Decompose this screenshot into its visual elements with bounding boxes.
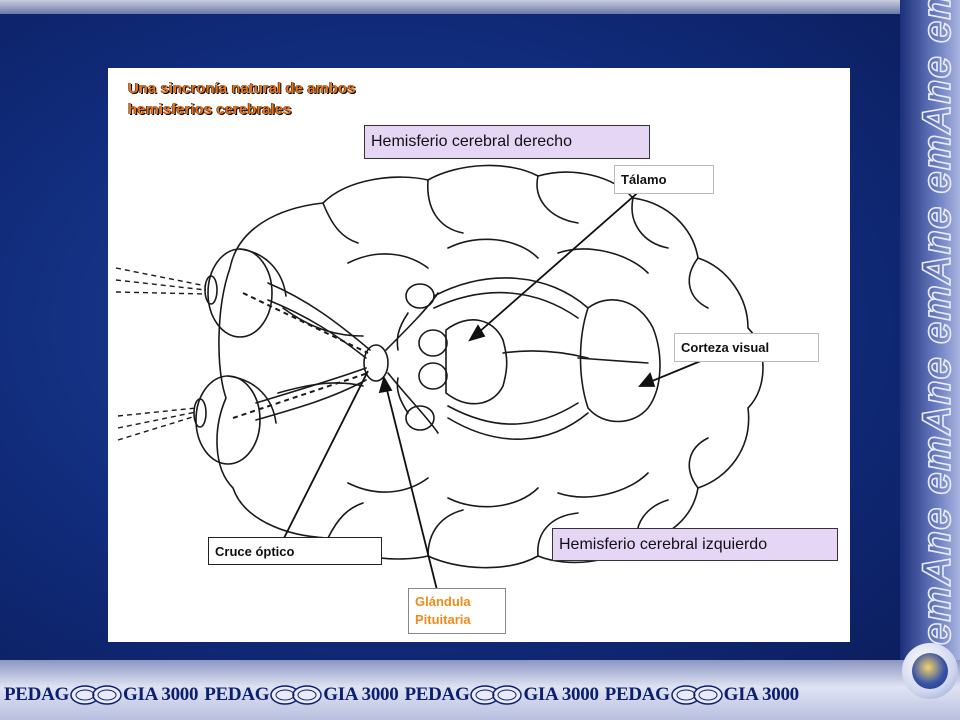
globe-logo-core bbox=[912, 653, 948, 689]
label-visual-cortex: Corteza visual bbox=[674, 333, 819, 362]
label-pituitary-line1: Glándula bbox=[415, 594, 471, 609]
visual-cortex-shape bbox=[579, 299, 661, 423]
diagram-panel: Una sincronía natural de ambos hemisferi… bbox=[108, 68, 850, 642]
footer-unit: PEDAG GIA 3000 bbox=[604, 684, 800, 706]
watermark-text: emAne emAne emAne emAne emAne bbox=[915, 0, 959, 645]
label-pituitary: Glándula Pituitaria bbox=[408, 588, 506, 634]
label-left-hemisphere: Hemisferio cerebral izquierdo bbox=[552, 528, 838, 561]
infinity-eyes-icon bbox=[470, 685, 523, 705]
side-watermark: emAne emAne emAne emAne emAne bbox=[890, 0, 960, 650]
infinity-eyes-icon bbox=[70, 685, 122, 705]
footer-text-left: PEDAG bbox=[404, 684, 470, 705]
label-right-hemisphere: Hemisferio cerebral derecho bbox=[364, 125, 650, 159]
top-band bbox=[0, 0, 960, 14]
footer-text-right: GIA 3000 bbox=[723, 684, 800, 705]
side-band bbox=[900, 0, 960, 660]
label-pituitary-line2: Pituitaria bbox=[415, 612, 471, 627]
brain-visual-pathway-diagram bbox=[115, 164, 764, 595]
optic-chiasm-shape bbox=[363, 344, 389, 382]
footer-text-right: GIA 3000 bbox=[523, 684, 599, 705]
footer-unit: PEDAG GIA 3000 bbox=[404, 684, 599, 706]
label-optic-chiasm: Cruce óptico bbox=[208, 537, 382, 565]
footer-unit: PEDAG GIA 3000 bbox=[4, 684, 199, 706]
label-thalamus: Tálamo bbox=[614, 165, 714, 194]
footer-unit: PEDAG GIA 3000 bbox=[204, 684, 399, 706]
thalamus-shape bbox=[445, 319, 508, 405]
footer-strip: PEDAG GIA 3000 PEDAG GIA 3000 PEDAG GIA … bbox=[4, 678, 904, 712]
footer-text-left: PEDAG bbox=[4, 684, 70, 705]
globe-logo-icon bbox=[902, 643, 958, 699]
infinity-eyes-icon bbox=[270, 685, 322, 705]
slide-title: Una sincronía natural de ambos hemisferi… bbox=[128, 80, 356, 118]
footer-text-left: PEDAG bbox=[204, 684, 270, 705]
footer-text-right: GIA 3000 bbox=[123, 684, 199, 705]
infinity-eyes-icon bbox=[670, 685, 723, 705]
brain-outline bbox=[216, 164, 764, 569]
footer-text-left: PEDAG bbox=[604, 684, 670, 705]
footer-text-right: GIA 3000 bbox=[323, 684, 399, 705]
